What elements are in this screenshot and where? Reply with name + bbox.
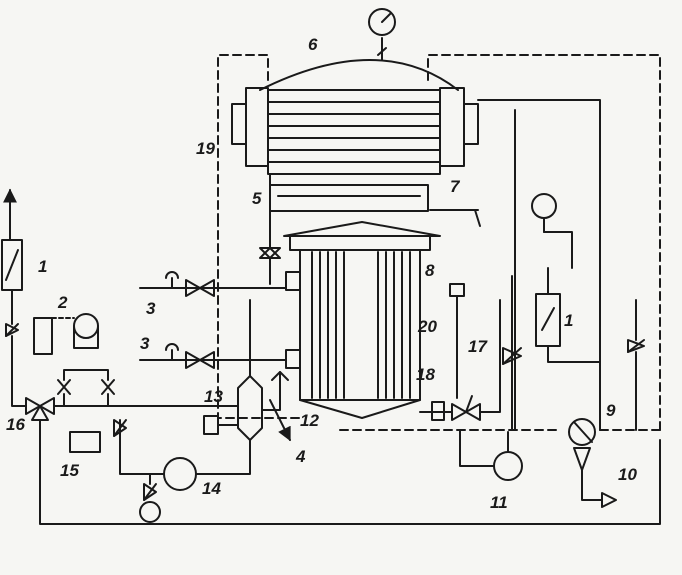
- gauge-top: [368, 8, 396, 61]
- right-circuit: [429, 99, 645, 431]
- inlet-3-upper: [139, 271, 287, 297]
- label-9: 9: [606, 401, 616, 420]
- sensor-20: [449, 283, 465, 399]
- label-15: 15: [60, 461, 79, 480]
- outlet-4: [269, 399, 291, 442]
- label-18: 18: [416, 365, 435, 384]
- receiver-7: [269, 184, 429, 212]
- valve-16: [11, 369, 661, 525]
- label-1-left: 1: [38, 257, 48, 276]
- label-14: 14: [202, 479, 221, 498]
- label-20: 20: [418, 317, 437, 336]
- label-2: 2: [58, 293, 68, 312]
- label-1-right: 1: [564, 311, 574, 330]
- valve-17: [419, 299, 501, 421]
- label-13: 13: [204, 387, 223, 406]
- label-11: 11: [490, 493, 508, 512]
- pump-9: [568, 418, 596, 471]
- valve-5: [259, 173, 281, 285]
- label-6: 6: [308, 35, 318, 54]
- label-7: 7: [450, 177, 460, 196]
- tank-15: [69, 431, 101, 453]
- valve-10: [581, 469, 617, 508]
- label-12: 12: [300, 411, 319, 430]
- inlet-3-lower: [139, 343, 287, 369]
- condenser-6: [231, 59, 479, 175]
- evaporator-12: [283, 221, 441, 419]
- label-16: 16: [6, 415, 25, 434]
- left-meter-1: [1, 188, 23, 399]
- separator-13: [203, 299, 289, 441]
- label-17: 17: [468, 337, 487, 356]
- label-5: 5: [252, 189, 262, 208]
- label-3-lower: 3: [140, 334, 150, 353]
- label-19: 19: [196, 139, 215, 158]
- pump-11: [459, 429, 523, 481]
- valve-18: [431, 401, 445, 421]
- pump-14: [113, 419, 251, 523]
- label-10: 10: [618, 465, 637, 484]
- label-8: 8: [425, 261, 435, 280]
- label-4: 4: [296, 447, 306, 466]
- label-3-upper: 3: [146, 299, 156, 318]
- filter-2: [33, 313, 99, 355]
